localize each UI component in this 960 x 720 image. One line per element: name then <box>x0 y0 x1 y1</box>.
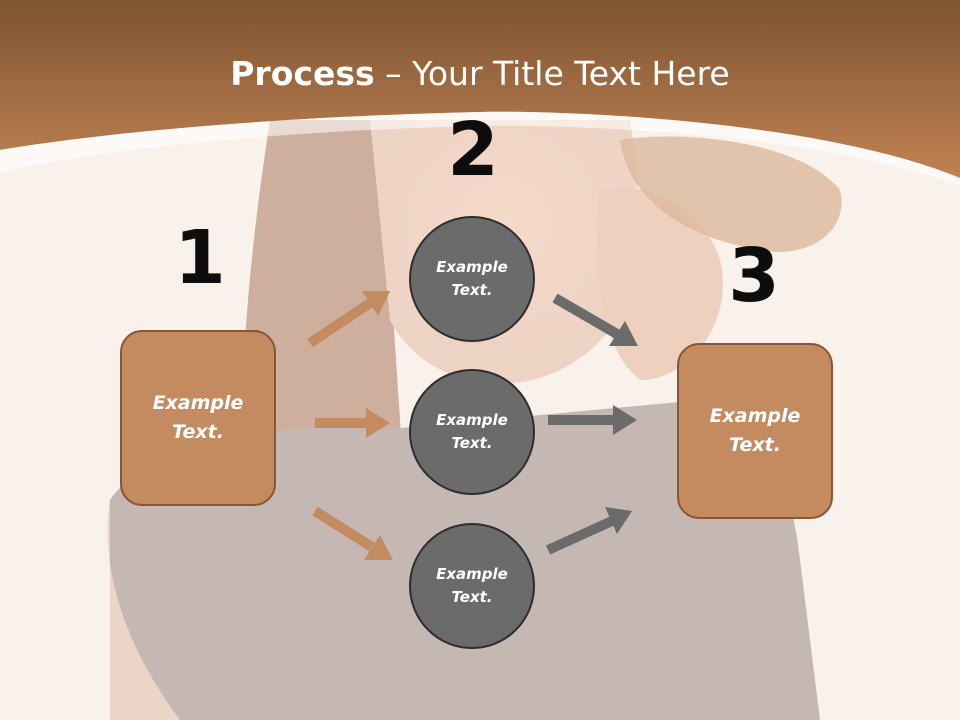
title-bold: Process <box>230 54 375 93</box>
step-2-circle-1-text: Example Text. <box>436 258 508 299</box>
step-3-box: Example Text. <box>677 343 833 519</box>
step-2-circle-1: Example Text. <box>409 216 535 342</box>
step-1-box: Example Text. <box>120 330 276 506</box>
arrow-1-to-2-middle <box>315 408 390 438</box>
step-2-circle-3-text: Example Text. <box>436 565 508 606</box>
slide-title: Process – Your Title Text Here <box>0 52 960 96</box>
step-3-number: 3 <box>728 233 780 319</box>
title-rest: – Your Title Text Here <box>374 54 730 93</box>
arrow-2-to-3-bottom <box>545 507 632 555</box>
arrow-2-to-3-top <box>552 293 638 346</box>
step-2-circle-2: Example Text. <box>409 369 535 495</box>
step-1-text: Example Text. <box>152 392 244 443</box>
step-3-text: Example Text. <box>709 405 801 456</box>
arrow-1-to-2-bottom <box>312 506 393 560</box>
step-2-circle-3: Example Text. <box>409 523 535 649</box>
step-2-number: 2 <box>447 107 499 193</box>
step-1-number: 1 <box>174 215 226 301</box>
arrow-1-to-2-top <box>307 291 390 348</box>
step-2-circle-2-text: Example Text. <box>436 411 508 452</box>
arrow-2-to-3-middle <box>548 405 637 435</box>
